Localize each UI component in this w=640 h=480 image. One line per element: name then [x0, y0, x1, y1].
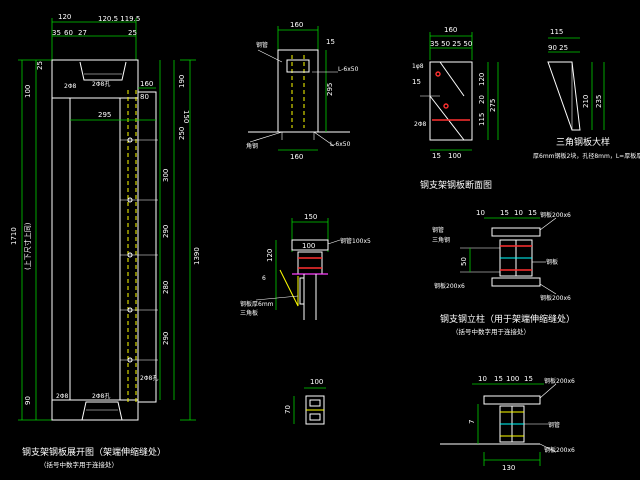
steelcol-note-c: 三角钢	[432, 236, 450, 244]
triangle-caption: 三角钢板大样	[556, 136, 610, 148]
steelcol-note-f: 钢板200x6	[540, 294, 571, 302]
steelcol-caption: 钢支钢立柱（用于架端伸缩缝处）	[440, 313, 575, 325]
dim-mid-295: 295	[98, 111, 111, 119]
steelcol-note-d: 钢板	[546, 258, 558, 266]
triangle-dim-top-sub: 90 25	[548, 44, 568, 52]
dim-left-100: 100	[24, 85, 32, 98]
bracket-note-b: 2Φ8	[414, 121, 427, 128]
plate-subcaption: （括号中数字用于连接处）	[40, 460, 118, 469]
steel-column-view: 10 15 10 15 50 钢板200x6 钢管 三角钢 钢板 钢板200x6…	[432, 209, 575, 336]
bracket-caption: 钢支架钢板断面图	[420, 179, 492, 191]
section-dim-top: 160	[290, 21, 303, 29]
section-view: 160 295 160 15 钢管 L-6x50 角钢 L-6x50	[246, 21, 359, 161]
dim-right-190: 190	[178, 75, 186, 88]
section-dim-height: 295	[326, 83, 334, 96]
bracket-dim-bottom-sub: 100	[448, 152, 461, 160]
steelcol-note-b: 钢管	[432, 226, 444, 234]
dim-top-left-b: 60	[64, 29, 73, 37]
dim-top-right: 120.5 119.5	[98, 15, 140, 23]
dim-right-300: 300	[162, 169, 170, 182]
column-note-d: 三角板	[240, 309, 258, 317]
bracket-dim-bottom: 15	[432, 152, 441, 160]
steelcol-note-a: 钢板200x6	[540, 211, 571, 219]
dim-right-1390: 1390	[193, 247, 201, 265]
bracket-section-view: 160 35 50 25 50 120 20 115 275 15 15 100…	[412, 26, 499, 191]
dim-top-left-c: 27	[78, 29, 87, 37]
section-note-b: L-6x50	[338, 66, 359, 73]
base-note-a: 钢板200x6	[544, 377, 575, 385]
column-dim-h: 120	[266, 249, 274, 262]
base-note-b: 钢管	[548, 421, 560, 429]
dim-left-90: 90	[24, 396, 32, 405]
column-dim-inner: 100	[302, 242, 315, 250]
bracket-dim-h275: 275	[489, 99, 497, 112]
dim-height-overall: 1710	[10, 227, 18, 245]
base-dim-top-c: 100	[506, 375, 519, 383]
base-dim-top-d: 15	[524, 375, 533, 383]
dim-top-right-b: 25	[128, 29, 137, 37]
plate-note-2: 2Φ8孔	[92, 80, 110, 88]
section-dim-small: 15	[326, 38, 335, 46]
steelcol-dim-top-d: 15	[528, 209, 537, 217]
plate-hole-pattern	[120, 137, 158, 363]
column-note-b: 6	[262, 275, 266, 282]
plate-note-3: 2Φ8	[56, 393, 69, 400]
base-dim-top: 10	[478, 375, 487, 383]
column-note-c: 钢板厚6mm	[240, 300, 274, 308]
column-dim-top: 150	[304, 213, 317, 221]
base-note-c: 钢板200x6	[544, 446, 575, 454]
plate-caption: 钢支架钢板展开图（架端伸缩缝处）	[22, 446, 166, 458]
bracket-dim-h20: 20	[478, 95, 486, 104]
small-dim-h: 70	[284, 405, 292, 414]
bracket-dim-left15: 15	[412, 78, 421, 86]
plate-development-view: 120 120.5 119.5 35 60 27 25 1710 (上下尺寸上同…	[10, 13, 201, 469]
bracket-note-a: 1φ8	[412, 63, 424, 70]
plate-note-5: 2Φ8孔	[140, 374, 158, 382]
small-dim-top: 100	[310, 378, 323, 386]
steelcol-dim-h50: 50	[460, 257, 468, 266]
dim-right-280: 280	[162, 281, 170, 294]
triangle-note: 厚6mm钢板2块，孔径8mm，L=厚板厚度	[533, 152, 640, 160]
bracket-dim-h120: 120	[478, 73, 486, 86]
dim-mid-80: 80	[140, 93, 149, 101]
bracket-dim-top: 160	[444, 26, 457, 34]
triangle-plate-view: 115 90 25 210 235 三角钢板大样 厚6mm钢板2块，孔径8mm，…	[533, 28, 640, 160]
section-note-d: L-6x50	[330, 141, 351, 148]
plate-note-4: 2Φ8孔	[92, 392, 110, 400]
section-dim-bottom: 160	[290, 153, 303, 161]
dim-right-290b: 290	[162, 332, 170, 345]
base-dim-bottom: 130	[502, 464, 515, 472]
dim-left-25: 25	[36, 61, 44, 70]
dim-right-290: 290	[162, 225, 170, 238]
triangle-dim-h235: 235	[595, 95, 603, 108]
steelcol-subcaption: （括号中数字用于连接处）	[452, 327, 530, 336]
section-note-c: 角钢	[246, 142, 258, 150]
steelcol-dim-top-b: 15	[500, 209, 509, 217]
base-detail-view: 10 15 100 15 7 130 钢板200x6 钢管 钢板200x6	[440, 375, 575, 472]
steelcol-dim-top-c: 10	[514, 209, 523, 217]
dim-top-left-a: 35	[52, 29, 61, 37]
dim-right-250: 250	[178, 127, 186, 140]
steelcol-note-e: 钢板200x6	[434, 282, 465, 290]
column-note-a: 钢管100x5	[340, 237, 371, 245]
triangle-dim-top: 115	[550, 28, 563, 36]
dim-right-150: 150	[182, 110, 190, 123]
small-section-view: 100 70	[284, 378, 326, 425]
dim-mid-160: 160	[140, 80, 153, 88]
plate-note-1: 2Φ8	[64, 83, 77, 90]
dim-top-width: 120	[58, 13, 71, 21]
base-dim-top-b: 15	[494, 375, 503, 383]
dim-height-note: (上下尺寸上同)	[23, 222, 32, 270]
base-dim-h: 7	[468, 420, 476, 424]
triangle-dim-h210: 210	[582, 95, 590, 108]
column-detail-view: 150 100 120 钢管100x5 6 钢板厚6mm 三角板	[240, 213, 371, 320]
steelcol-dim-top: 10	[476, 209, 485, 217]
bracket-dim-h115: 115	[478, 113, 486, 126]
bracket-dim-top-sub: 35 50 25 50	[430, 40, 472, 48]
section-note-a: 钢管	[256, 41, 268, 49]
